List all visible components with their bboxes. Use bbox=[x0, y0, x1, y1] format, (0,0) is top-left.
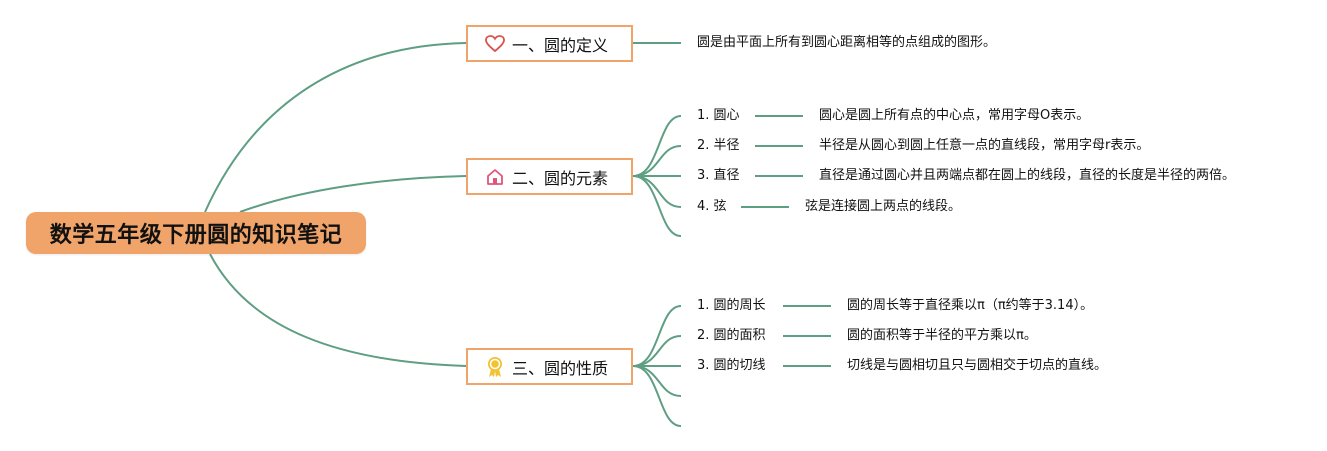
element-item-description: 直径是通过圆心并且两端点都在圆上的线段，直径的长度是半径的两倍。 bbox=[819, 168, 1236, 183]
property-item-label: 1. 圆的周长 bbox=[697, 298, 766, 313]
element-item-label: 1. 圆心 bbox=[697, 108, 740, 123]
branch-definition[interactable]: 一、圆的定义 bbox=[466, 25, 633, 62]
root-node[interactable]: 数学五年级下册圆的知识笔记 bbox=[26, 212, 366, 254]
connector-properties-1 bbox=[632, 305, 682, 367]
element-item-label: 4. 弦 bbox=[697, 199, 727, 214]
connector-elements-5 bbox=[632, 175, 682, 237]
element-item-description: 半径是从圆心到圆上任意一点的直线段，常用字母r表示。 bbox=[819, 138, 1150, 153]
property-item-label: 2. 圆的面积 bbox=[697, 328, 766, 343]
home-icon bbox=[484, 166, 506, 188]
heart-icon bbox=[484, 33, 506, 55]
property-item-description: 切线是与圆相切且只与圆相交于切点的直线。 bbox=[847, 358, 1108, 373]
connector-root-elements bbox=[239, 175, 467, 213]
branch-elements-label: 二、圆的元素 bbox=[512, 168, 609, 188]
branch-elements[interactable]: 二、圆的元素 bbox=[466, 158, 633, 195]
branch-properties-label: 三、圆的性质 bbox=[512, 358, 609, 378]
element-item-label: 3. 直径 bbox=[697, 168, 740, 183]
definition-description: 圆是由平面上所有到圆心距离相等的点组成的图形。 bbox=[697, 35, 997, 50]
connector-root-definition bbox=[204, 42, 467, 213]
connector-properties-5 bbox=[632, 365, 682, 427]
connector-root-properties bbox=[209, 253, 467, 367]
property-item-description: 圆的面积等于半径的平方乘以π。 bbox=[847, 328, 1037, 343]
element-item-description: 弦是连接圆上两点的线段。 bbox=[805, 199, 962, 214]
element-item-label: 2. 半径 bbox=[697, 138, 740, 153]
award-icon bbox=[484, 356, 506, 378]
element-item-description: 圆心是圆上所有点的中心点，常用字母O表示。 bbox=[819, 108, 1090, 123]
property-item-description: 圆的周长等于直径乘以π（π约等于3.14）。 bbox=[847, 298, 1094, 313]
property-item-label: 3. 圆的切线 bbox=[697, 358, 766, 373]
branch-properties[interactable]: 三、圆的性质 bbox=[466, 348, 633, 385]
connector-elements-1 bbox=[632, 115, 682, 177]
branch-definition-label: 一、圆的定义 bbox=[512, 35, 609, 55]
root-title: 数学五年级下册圆的知识笔记 bbox=[49, 223, 343, 248]
